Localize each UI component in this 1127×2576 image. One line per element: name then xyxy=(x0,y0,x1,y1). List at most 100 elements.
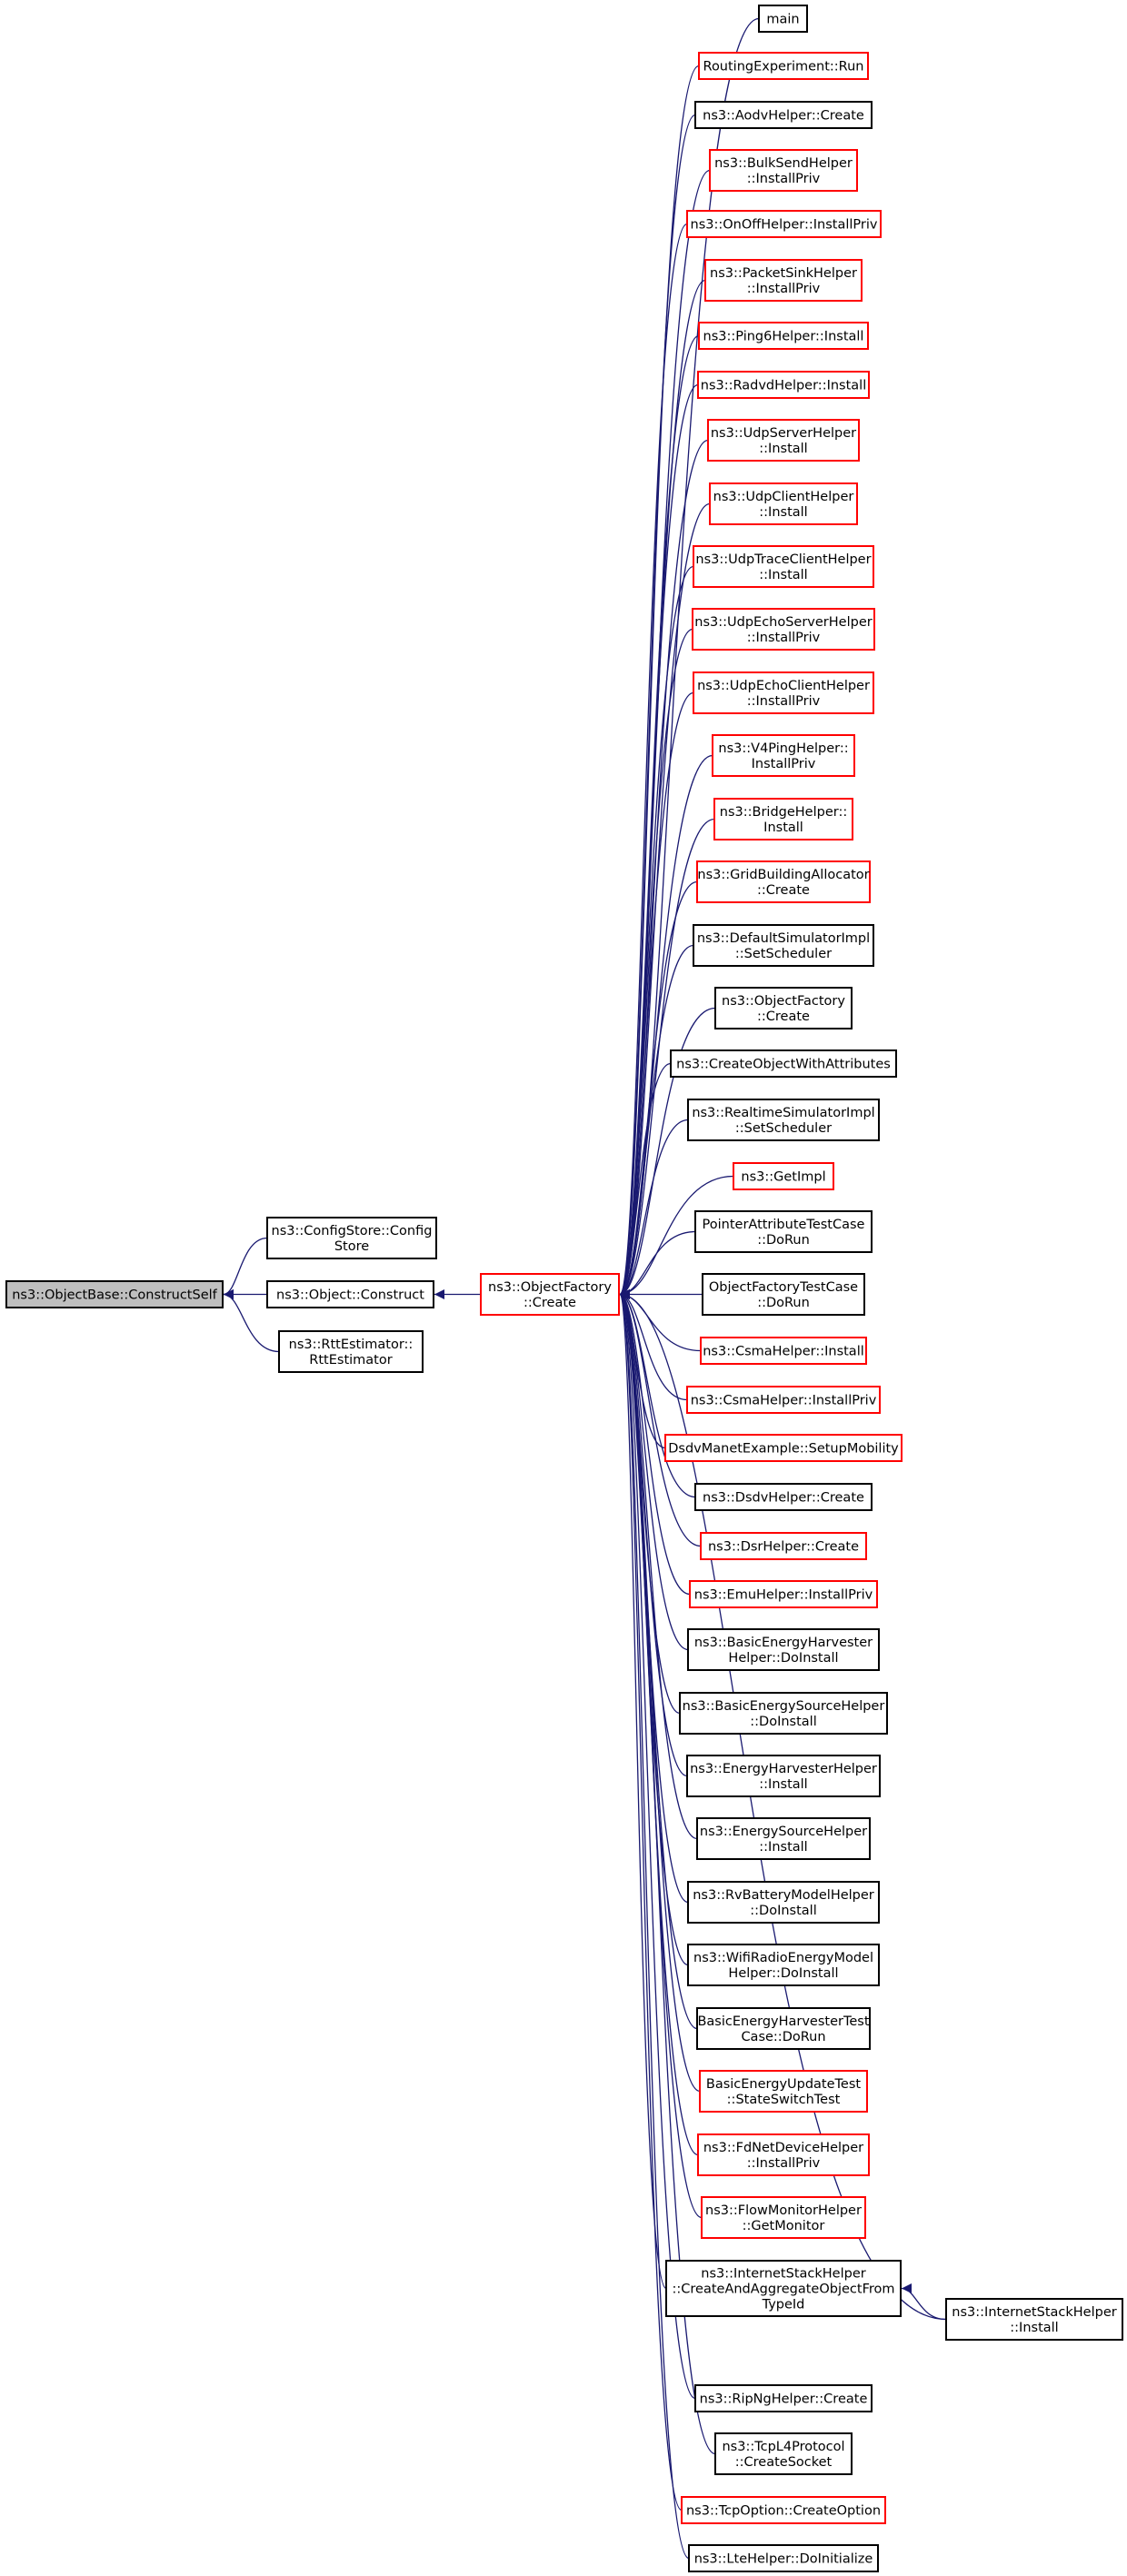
node-box[interactable] xyxy=(278,1330,424,1373)
node-udpechoclient[interactable]: ns3::UdpEchoClientHelper::InstallPriv xyxy=(693,671,874,714)
node-internetstack_create[interactable]: ns3::InternetStackHelper::CreateAndAggre… xyxy=(665,2260,902,2317)
node-udpclient[interactable]: ns3::UdpClientHelper::Install xyxy=(709,482,858,525)
node-box[interactable] xyxy=(686,210,882,238)
node-box[interactable] xyxy=(687,1099,880,1141)
node-box[interactable] xyxy=(713,798,853,840)
node-box[interactable] xyxy=(692,608,875,651)
node-packetsink[interactable]: ns3::PacketSinkHelper::InstallPriv xyxy=(704,259,863,302)
node-box[interactable] xyxy=(266,1280,434,1308)
node-configstore[interactable]: ns3::ConfigStore::ConfigStore xyxy=(266,1217,437,1259)
node-object_construct[interactable]: ns3::Object::Construct xyxy=(266,1280,434,1308)
node-box[interactable] xyxy=(686,1755,881,1797)
node-box[interactable] xyxy=(665,2260,902,2317)
node-gridbuilding[interactable]: ns3::GridBuildingAllocator::Create xyxy=(696,860,871,903)
node-box[interactable] xyxy=(664,1434,903,1462)
node-box[interactable] xyxy=(712,734,855,777)
node-box[interactable] xyxy=(733,1162,834,1190)
node-box[interactable] xyxy=(687,1944,880,1986)
node-box[interactable] xyxy=(945,2298,1123,2341)
node-box[interactable] xyxy=(696,860,871,903)
node-v4ping[interactable]: ns3::V4PingHelper::InstallPriv xyxy=(712,734,855,777)
node-box[interactable] xyxy=(697,371,870,399)
node-box[interactable] xyxy=(679,1692,888,1735)
node-basicupdatetest[interactable]: BasicEnergyUpdateTest::StateSwitchTest xyxy=(699,2070,868,2113)
node-box[interactable] xyxy=(681,2496,886,2524)
node-createobjattr[interactable]: ns3::CreateObjectWithAttributes xyxy=(670,1049,897,1078)
node-energysource[interactable]: ns3::EnergySourceHelper::Install xyxy=(696,1817,871,1860)
node-radvd[interactable]: ns3::RadvdHelper::Install xyxy=(697,371,870,399)
node-box[interactable] xyxy=(694,101,873,129)
node-box[interactable] xyxy=(698,322,869,350)
node-box[interactable] xyxy=(687,1881,880,1924)
node-box[interactable] xyxy=(699,2070,868,2113)
node-box[interactable] xyxy=(697,2133,870,2176)
node-emu[interactable]: ns3::EmuHelper::InstallPriv xyxy=(689,1580,878,1608)
node-fdnet[interactable]: ns3::FdNetDeviceHelper::InstallPriv xyxy=(697,2133,870,2176)
node-box[interactable] xyxy=(698,52,869,80)
node-box[interactable] xyxy=(670,1049,897,1078)
node-dsdv[interactable]: ns3::DsdvHelper::Create xyxy=(694,1483,873,1511)
node-energyharvester[interactable]: ns3::EnergyHarvesterHelper::Install xyxy=(686,1755,881,1797)
node-udpserver[interactable]: ns3::UdpServerHelper::Install xyxy=(707,419,860,462)
node-box[interactable] xyxy=(266,1217,437,1259)
node-box[interactable] xyxy=(694,1210,873,1253)
node-pointerattr[interactable]: PointerAttributeTestCase::DoRun xyxy=(694,1210,873,1253)
node-rttestimator[interactable]: ns3::RttEstimator::RttEstimator xyxy=(278,1330,424,1373)
node-box[interactable] xyxy=(696,2007,871,2050)
node-ltehelper[interactable]: ns3::LteHelper::DoInitialize xyxy=(688,2544,879,2572)
node-box[interactable] xyxy=(714,2432,853,2475)
node-box[interactable] xyxy=(709,482,858,525)
node-csma_install[interactable]: ns3::CsmaHelper::Install xyxy=(700,1337,867,1365)
node-ping6[interactable]: ns3::Ping6Helper::Install xyxy=(698,322,869,350)
node-box[interactable] xyxy=(694,1483,873,1511)
node-box[interactable] xyxy=(694,2384,873,2412)
node-objfactory_create2[interactable]: ns3::ObjectFactory::Create xyxy=(714,987,853,1029)
node-bridge[interactable]: ns3::BridgeHelper::Install xyxy=(713,798,853,840)
node-udpechoserver[interactable]: ns3::UdpEchoServerHelper::InstallPriv xyxy=(692,608,875,651)
node-routing_run[interactable]: RoutingExperiment::Run xyxy=(698,52,869,80)
node-dsdvmanet[interactable]: DsdvManetExample::SetupMobility xyxy=(664,1434,903,1462)
node-defaultsim[interactable]: ns3::DefaultSimulatorImpl::SetScheduler xyxy=(693,924,874,967)
node-box[interactable] xyxy=(687,1628,880,1671)
node-csma_installpriv[interactable]: ns3::CsmaHelper::InstallPriv xyxy=(686,1386,881,1414)
node-box[interactable] xyxy=(714,987,853,1029)
node-box[interactable] xyxy=(704,259,863,302)
node-box[interactable] xyxy=(701,2196,866,2239)
node-box[interactable] xyxy=(702,1273,865,1316)
node-box[interactable] xyxy=(693,545,874,588)
node-box[interactable] xyxy=(700,1337,867,1365)
node-realtimesim[interactable]: ns3::RealtimeSimulatorImpl::SetScheduler xyxy=(687,1099,880,1141)
node-box[interactable] xyxy=(693,924,874,967)
node-rvbattery[interactable]: ns3::RvBatteryModelHelper::DoInstall xyxy=(687,1881,880,1924)
node-box[interactable] xyxy=(709,149,858,192)
node-basicenergyharvester[interactable]: ns3::BasicEnergyHarvesterHelper::DoInsta… xyxy=(687,1628,880,1671)
node-bulksend[interactable]: ns3::BulkSendHelper::InstallPriv xyxy=(709,149,858,192)
node-objfactorytest[interactable]: ObjectFactoryTestCase::DoRun xyxy=(702,1273,865,1316)
node-box[interactable] xyxy=(686,1386,881,1414)
node-flowmonitor[interactable]: ns3::FlowMonitorHelper::GetMonitor xyxy=(701,2196,866,2239)
node-ripng[interactable]: ns3::RipNgHelper::Create xyxy=(694,2384,873,2412)
node-box[interactable] xyxy=(480,1273,620,1316)
node-box[interactable] xyxy=(5,1280,224,1308)
node-aodv[interactable]: ns3::AodvHelper::Create xyxy=(694,101,873,129)
node-box[interactable] xyxy=(700,1532,867,1560)
node-main[interactable]: main xyxy=(758,5,808,33)
node-tcpoption[interactable]: ns3::TcpOption::CreateOption xyxy=(681,2496,886,2524)
node-internetstack_install[interactable]: ns3::InternetStackHelper::Install xyxy=(945,2298,1123,2341)
node-basicenergysource[interactable]: ns3::BasicEnergySourceHelper::DoInstall xyxy=(679,1692,888,1735)
node-root[interactable]: ns3::ObjectBase::ConstructSelf xyxy=(5,1280,224,1308)
node-box[interactable] xyxy=(693,671,874,714)
node-onoff[interactable]: ns3::OnOffHelper::InstallPriv xyxy=(686,210,882,238)
node-getimpl[interactable]: ns3::GetImpl xyxy=(733,1162,834,1190)
node-wifiradio[interactable]: ns3::WifiRadioEnergyModelHelper::DoInsta… xyxy=(687,1944,880,1986)
node-udptrace[interactable]: ns3::UdpTraceClientHelper::Install xyxy=(693,545,874,588)
node-box[interactable] xyxy=(689,1580,878,1608)
node-dsr[interactable]: ns3::DsrHelper::Create xyxy=(700,1532,867,1560)
node-objectfactory_create[interactable]: ns3::ObjectFactory::Create xyxy=(480,1273,620,1316)
node-box[interactable] xyxy=(707,419,860,462)
node-box[interactable] xyxy=(758,5,808,33)
node-box[interactable] xyxy=(688,2544,879,2572)
node-box[interactable] xyxy=(696,1817,871,1860)
node-tcpl4[interactable]: ns3::TcpL4Protocol::CreateSocket xyxy=(714,2432,853,2475)
